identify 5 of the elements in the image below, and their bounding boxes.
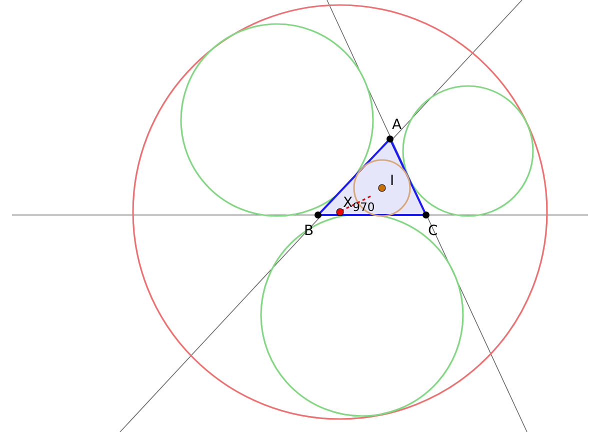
point-label: I bbox=[390, 174, 394, 188]
point-label: X$_{970}$ bbox=[343, 196, 375, 214]
point-label: B bbox=[304, 224, 314, 238]
point-label: C bbox=[428, 224, 438, 238]
point-label: A bbox=[392, 118, 402, 132]
